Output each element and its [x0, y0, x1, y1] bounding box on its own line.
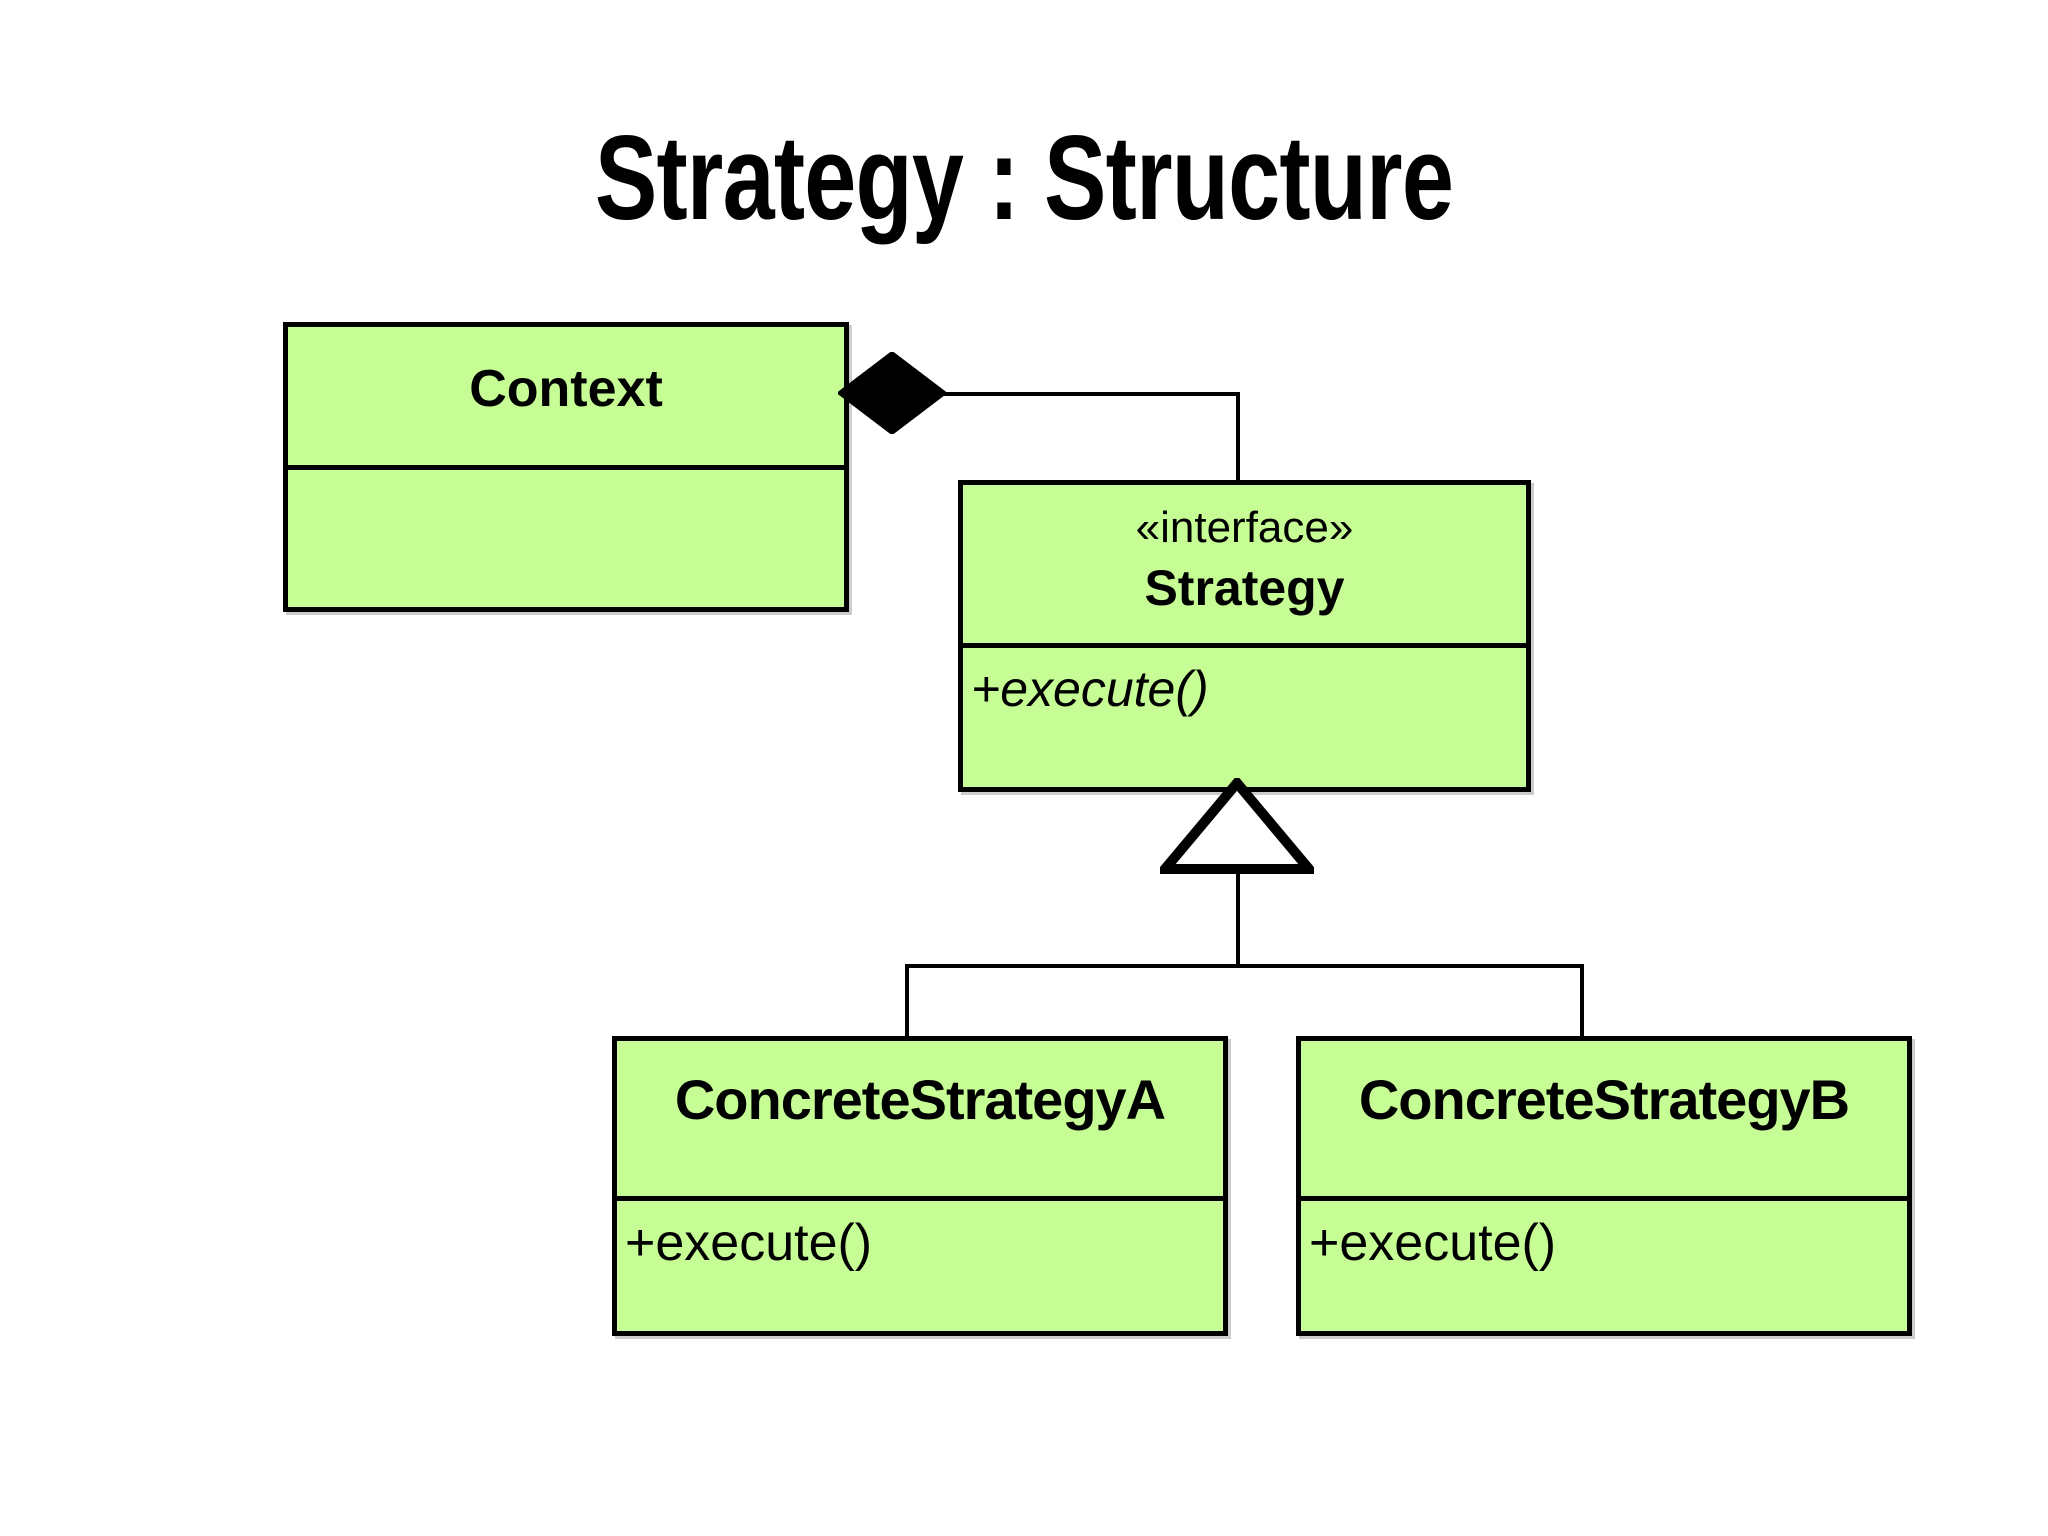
class-concrete-strategy-a-name-compartment: ConcreteStrategyA: [617, 1041, 1223, 1196]
class-context-name-compartment: Context: [288, 327, 844, 465]
class-concrete-strategy-a-name: ConcreteStrategyA: [674, 1068, 1166, 1131]
uml-class-concrete-strategy-b[interactable]: ConcreteStrategyB +execute(): [1296, 1036, 1912, 1336]
uml-class-concrete-strategy-a[interactable]: ConcreteStrategyA +execute(): [612, 1036, 1228, 1336]
uml-class-context[interactable]: Context: [283, 322, 849, 612]
class-concrete-strategy-b-name: ConcreteStrategyB: [1358, 1068, 1850, 1131]
composition-edge-vertical-segment: [1236, 392, 1240, 484]
generalization-edge-crossbar: [905, 964, 1584, 968]
class-concrete-strategy-a-method-execute: +execute(): [625, 1214, 873, 1272]
class-context-name: Context: [469, 360, 663, 418]
filled-diamond-icon: [838, 352, 946, 434]
class-strategy-method-execute: +execute(): [971, 661, 1209, 717]
class-context-members-compartment: [288, 465, 844, 607]
class-concrete-strategy-b-name-compartment: ConcreteStrategyB: [1301, 1041, 1907, 1196]
class-concrete-strategy-b-method-execute: +execute(): [1309, 1214, 1557, 1272]
class-concrete-strategy-a-members-compartment: +execute(): [617, 1196, 1223, 1331]
generalization-edge-trunk: [1236, 866, 1240, 968]
class-concrete-strategy-b-members-compartment: +execute(): [1301, 1196, 1907, 1331]
hollow-triangle-icon: [1160, 778, 1314, 874]
class-strategy-members-compartment: +execute(): [963, 643, 1526, 787]
class-strategy-stereotype: «interface»: [1135, 503, 1354, 552]
class-strategy-name-compartment: «interface» Strategy: [963, 485, 1526, 643]
generalization-edge-branch-b: [1580, 964, 1584, 1040]
page-title: Strategy : Structure: [594, 111, 1454, 245]
composition-edge-horizontal-segment: [938, 392, 1240, 396]
uml-class-strategy[interactable]: «interface» Strategy +execute(): [958, 480, 1531, 792]
class-strategy-name: Strategy: [1144, 560, 1345, 616]
generalization-edge-branch-a: [905, 964, 909, 1040]
